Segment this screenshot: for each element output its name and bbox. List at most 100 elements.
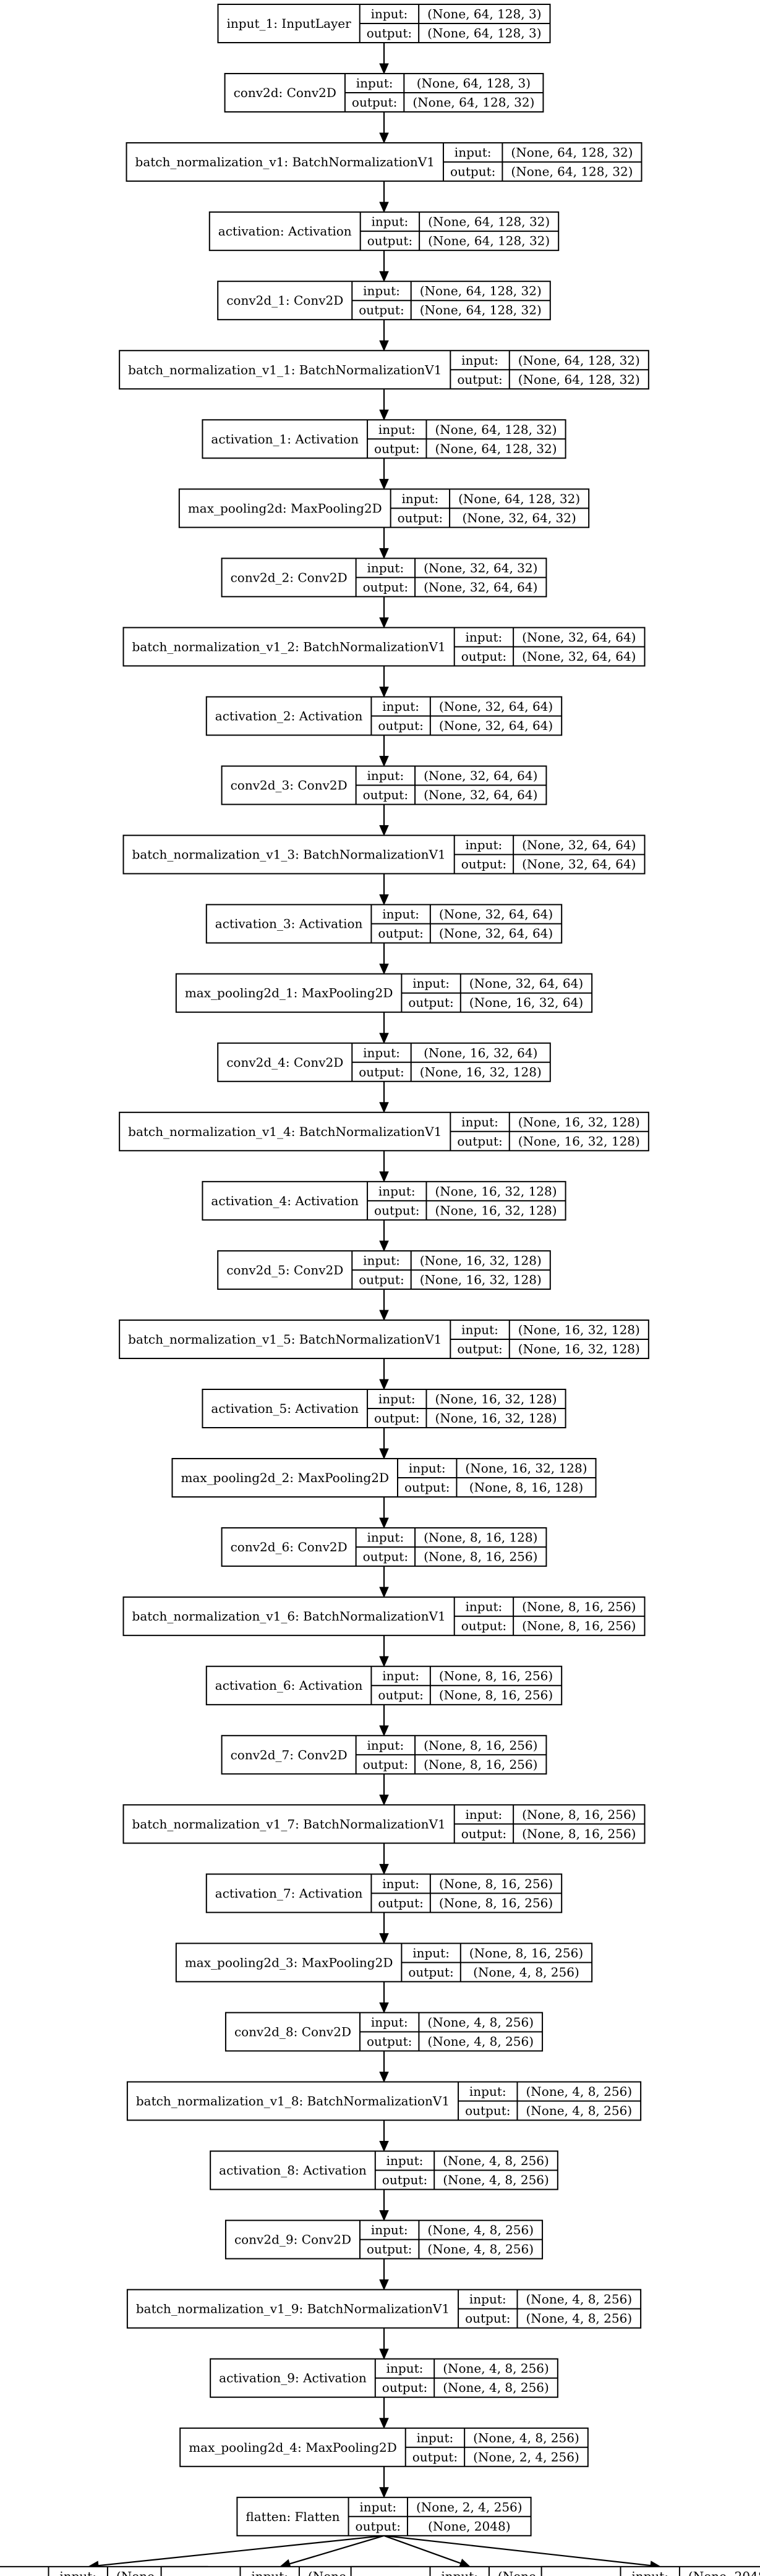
- edge-conv2d_4-to-batch_normalization_v1_4: [379, 1081, 389, 1114]
- input-label: input:: [251, 2569, 288, 2576]
- input-label: input:: [367, 561, 404, 575]
- input-shape: (None, 8, 16, 256): [439, 1876, 553, 1891]
- edge-batch_normalization_v1_9-to-activation_9: [379, 2328, 389, 2360]
- layer-name: batch_normalization_v1_2: BatchNormaliza…: [132, 639, 446, 654]
- output-label: output:: [378, 718, 423, 733]
- input-shape: (None, 64, 128, 32): [511, 145, 633, 160]
- layer-name: conv2d_5: Conv2D: [226, 1263, 343, 1277]
- layer-node-batch_normalization_v1_7: batch_normalization_v1_7: BatchNormaliza…: [122, 1804, 646, 1844]
- arrow-head-icon: [379, 964, 389, 975]
- edge-flatten-to-c4: [383, 2535, 662, 2570]
- arrow-head-icon: [379, 756, 389, 767]
- layer-name: activation_4: Activation: [211, 1193, 359, 1208]
- input-label: input:: [466, 837, 503, 852]
- arrow-head-icon: [379, 894, 389, 905]
- output-label: output:: [367, 2034, 412, 2049]
- output-shape: (None, 16, 32, 128): [435, 1203, 557, 1218]
- output-shape: (None, 4, 8, 256): [443, 2380, 549, 2395]
- layer-name: batch_normalization_v1_5: BatchNormaliza…: [128, 1332, 442, 1347]
- input-label: input:: [382, 1669, 419, 1684]
- layer-name: activation_8: Activation: [219, 2163, 367, 2178]
- input-shape: (None, 8, 16, 256): [424, 1738, 537, 1753]
- arrow-head-icon: [379, 687, 389, 698]
- layer-node-batch_normalization_v1_3: batch_normalization_v1_3: BatchNormaliza…: [122, 834, 646, 875]
- input-shape: (None, 4, 8, 256): [526, 2292, 632, 2307]
- layer-name: conv2d_1: Conv2D: [226, 293, 343, 308]
- output-shape: (None, 2, 4, 256): [473, 2449, 579, 2464]
- layer-node-activation_6: activation_6: Activationinput:output:(No…: [205, 1666, 563, 1706]
- layer-name: activation: Activation: [218, 224, 352, 239]
- output-label: output:: [352, 95, 397, 110]
- input-shape: (None, 64, 128, 32): [420, 284, 542, 299]
- output-label: output:: [382, 2172, 427, 2187]
- input-label: input:: [378, 422, 416, 437]
- arrow-head-icon: [379, 132, 389, 144]
- layer-node-batch_normalization_v1: batch_normalization_v1: BatchNormalizati…: [126, 142, 643, 182]
- arrow-head-icon: [379, 2487, 389, 2499]
- output-shape: (None, 16, 32, 128): [420, 1272, 542, 1287]
- output-shape: (None, 8, 16, 256): [424, 1549, 537, 1564]
- input-label: input:: [363, 284, 400, 299]
- output-shape: (None, 16, 32, 64): [469, 995, 583, 1010]
- edge-activation_7-to-max_pooling2d_3: [379, 1912, 389, 1944]
- edge-max_pooling2d_4-to-flatten: [379, 2466, 389, 2499]
- input-shape: (None, 4, 8, 256): [473, 2430, 579, 2445]
- layer-name: activation_1: Activation: [211, 431, 359, 446]
- edge-flatten-to-c3: [383, 2535, 471, 2568]
- output-label: output:: [404, 1480, 450, 1495]
- layer-node-max_pooling2d: max_pooling2d: MaxPooling2Dinput:output:…: [178, 488, 590, 528]
- edge-conv2d_2-to-batch_normalization_v1_2: [379, 596, 389, 629]
- output-label: output:: [359, 1064, 404, 1079]
- output-shape: (None, 64, 128, 32): [518, 372, 640, 387]
- output-label: output:: [457, 1341, 502, 1356]
- edge-max_pooling2d_3-to-conv2d_8: [379, 1981, 389, 2014]
- output-label: output:: [465, 2311, 510, 2326]
- output-shape: (None, 8, 16, 256): [424, 1757, 537, 1772]
- input-label: input:: [371, 7, 408, 22]
- layer-node-c1: c1: Denseinput:output:(None, 2048)(None,…: [0, 2565, 208, 2576]
- edge-max_pooling2d_2-to-conv2d_6: [379, 1497, 389, 1529]
- edge-activation_3-to-max_pooling2d_1: [379, 943, 389, 975]
- output-shape: (None, 8, 16, 256): [522, 1826, 636, 1841]
- output-shape: (None, 64, 128, 32): [511, 164, 633, 179]
- input-shape: (None, 4, 8, 256): [526, 2084, 632, 2099]
- arrow-head-icon: [379, 1933, 389, 1944]
- input-label: input:: [378, 1184, 416, 1198]
- input-label: input:: [363, 1045, 400, 1060]
- edge-batch_normalization_v1_1-to-activation_1: [379, 389, 389, 421]
- edge-activation_5-to-max_pooling2d_2: [379, 1428, 389, 1460]
- input-shape: (None, 2048): [308, 2569, 390, 2576]
- layer-node-batch_normalization_v1_2: batch_normalization_v1_2: BatchNormaliza…: [122, 627, 646, 667]
- arrow-head-icon: [379, 63, 389, 75]
- output-label: output:: [359, 1272, 404, 1287]
- layer-name: activation_3: Activation: [215, 917, 363, 931]
- layer-node-batch_normalization_v1_1: batch_normalization_v1_1: BatchNormaliza…: [119, 350, 649, 390]
- arrow-head-icon: [379, 271, 389, 282]
- output-label: output:: [378, 1688, 423, 1703]
- layer-node-max_pooling2d_4: max_pooling2d_4: MaxPooling2Dinput:outpu…: [179, 2427, 589, 2467]
- edge-activation_8-to-conv2d_9: [379, 2189, 389, 2221]
- input-label: input:: [382, 907, 419, 922]
- layer-name: conv2d_3: Conv2D: [231, 778, 348, 793]
- edge-conv2d_1-to-batch_normalization_v1_1: [379, 320, 389, 352]
- input-shape: (None, 32, 64, 64): [439, 699, 553, 714]
- output-label: output:: [374, 441, 419, 456]
- arrow-head-icon: [379, 1517, 389, 1529]
- input-shape: (None, 32, 64, 64): [469, 976, 583, 991]
- output-shape: (None, 32, 64, 64): [424, 787, 537, 802]
- edge-batch_normalization_v1_5-to-activation_5: [379, 1358, 389, 1391]
- edge-activation_9-to-max_pooling2d_4: [379, 2397, 389, 2429]
- layer-node-activation_5: activation_5: Activationinput:output:(No…: [202, 1389, 566, 1428]
- output-shape: (None, 64, 128, 3): [427, 26, 541, 41]
- layer-node-c3: c3: Denseinput:output:(None, 2048)(None,…: [350, 2565, 590, 2576]
- arrow-head-icon: [379, 201, 389, 213]
- nodes-layer: input_1: InputLayer input: output: (None, 6…: [0, 4, 760, 2576]
- output-shape: (None, 8, 16, 256): [439, 1896, 553, 1910]
- output-shape: (None, 4, 8, 256): [427, 2242, 534, 2256]
- layer-name: input_1: InputLayer: [226, 16, 351, 31]
- layer-box: [160, 2565, 400, 2576]
- output-label: output:: [356, 2519, 401, 2533]
